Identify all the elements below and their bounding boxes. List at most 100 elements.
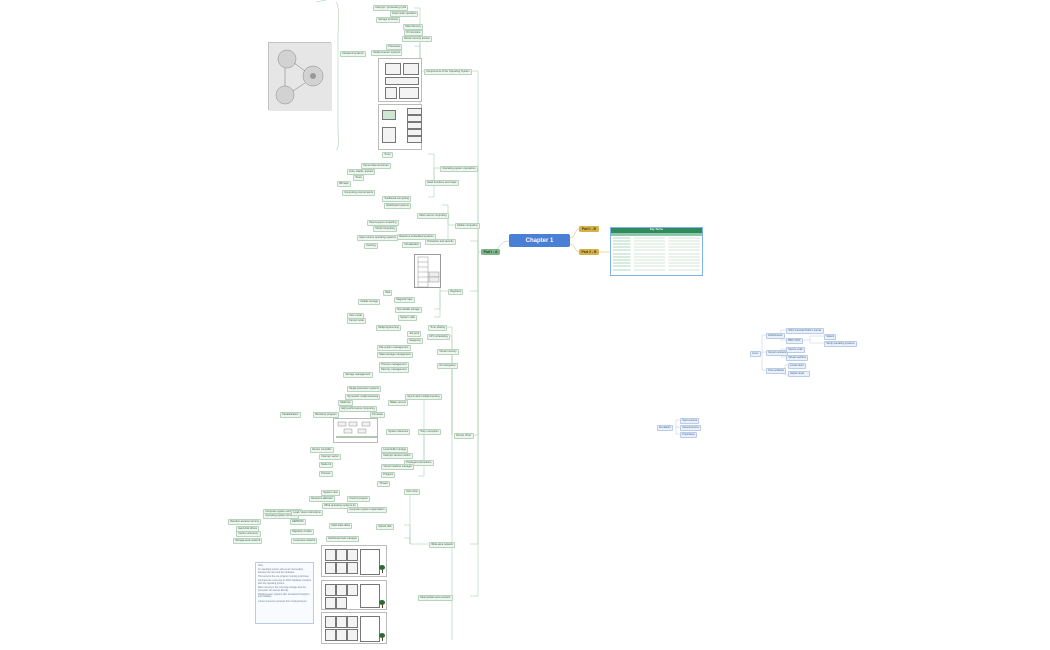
node-user-view[interactable]: User view [404, 489, 420, 495]
key-terms-table[interactable]: Key Terms [610, 227, 703, 276]
node-client-server[interactable]: Client-server computing [417, 213, 449, 219]
node-lan[interactable]: Local-area network [291, 538, 318, 544]
node-man[interactable]: Metropolitan-area network [418, 595, 453, 601]
node-thread[interactable]: Thread [377, 481, 390, 487]
node-timesharing[interactable]: Time sharing [428, 325, 448, 331]
node-wan[interactable]: Wide-area network [429, 542, 456, 548]
node-vm[interactable]: Virtual machine [786, 355, 809, 361]
node-closed[interactable]: Closed-source [680, 425, 702, 431]
note-box[interactable]: Note An operating system acts as an inte… [255, 562, 314, 624]
node-file-mgmt[interactable]: File-system management [377, 345, 411, 351]
part-2b-node[interactable]: Part 2 - B [579, 249, 599, 255]
node-storage[interactable]: Storage structure [376, 17, 401, 23]
node-io-structure[interactable]: I/O structure [404, 30, 423, 36]
node-solaris[interactable]: Solaris [824, 334, 837, 340]
node-job-pool[interactable]: Job pool [407, 331, 422, 337]
node-lower[interactable]: Lower-level [788, 363, 806, 369]
node-system-calls[interactable]: System calls [398, 315, 417, 321]
node-mobile[interactable]: Mobile computing [455, 223, 480, 229]
node-hash[interactable]: Hash functions and maps [425, 180, 459, 186]
node-migration[interactable]: Migration of data [290, 529, 314, 535]
node-daemons[interactable]: System daemons [386, 429, 411, 435]
node-resource-alloc[interactable]: Resource allocator [309, 496, 336, 502]
node-gnu[interactable]: GNU General Public License [786, 328, 824, 334]
node-cpu-scheduling[interactable]: CPU scheduling [427, 334, 450, 340]
node-interrupt-vector[interactable]: Interrupt vector [319, 454, 341, 460]
node-clustered[interactable]: Clustered systems [340, 51, 366, 57]
node-study[interactable]: Study operating systems [824, 341, 857, 347]
node-what-os[interactable]: What operating systems do [322, 503, 358, 509]
node-trees[interactable]: Trees [353, 175, 364, 181]
node-kernel-versions[interactable]: Kernel versions [766, 350, 789, 356]
node-computing-env[interactable]: Computing environments [342, 190, 376, 196]
node-nonvolatile[interactable]: Nonvolatile storage [395, 307, 422, 313]
node-cache[interactable]: Caching [364, 243, 378, 249]
node-open-source[interactable]: Open-source operating systems [357, 235, 399, 241]
node-open[interactable]: Open-source [680, 418, 700, 424]
node-security[interactable]: Protection and security [425, 239, 456, 245]
node-asymmetric[interactable]: Asymmetric multiprocessing [405, 394, 442, 400]
node-san[interactable]: Storage-area network [233, 538, 263, 544]
node-tape[interactable]: Magnetic tape [394, 297, 415, 303]
node-peer[interactable]: Peer-to-peer computing [367, 220, 399, 226]
node-dma[interactable]: Direct memory access [402, 36, 433, 42]
node-ssd[interactable]: Solid-state disks [329, 523, 353, 529]
node-registers[interactable]: Registers [448, 289, 464, 295]
node-dual-mode[interactable]: Dual mode operation [390, 11, 419, 17]
node-load-store[interactable]: Load / store instructions [291, 510, 323, 516]
node-virtualization[interactable]: Virtualization [402, 242, 422, 248]
node-traditional[interactable]: Traditional computing [382, 196, 412, 202]
node-process[interactable]: Process [319, 471, 333, 477]
node-bootstrap[interactable]: Bootstrap program [313, 412, 339, 418]
node-system-view[interactable]: System view [321, 490, 340, 496]
node-vm-types[interactable]: Emulation [657, 425, 673, 431]
node-free-software[interactable]: Free software [766, 368, 787, 374]
node-program[interactable]: Program [381, 472, 396, 478]
node-org[interactable]: Computer-system organization [347, 507, 387, 513]
node-multiprocessing[interactable]: Multiprocessor systems [371, 50, 403, 56]
node-kernel-mode[interactable]: Kernel mode [347, 318, 367, 324]
node-lists[interactable]: Lists, stacks, queues [347, 169, 376, 175]
node-kernel[interactable]: Kernel data structures [361, 163, 391, 169]
node-hpc[interactable]: High-performance computing [339, 406, 377, 412]
node-timer[interactable]: Timer [382, 152, 393, 158]
node-firmware[interactable]: Firmware [370, 412, 386, 418]
node-right-root[interactable]: Linux [750, 351, 761, 357]
node-mode-bit[interactable]: Mode bit [319, 462, 334, 468]
node-optical[interactable]: Optical disk [376, 524, 394, 530]
node-processes[interactable]: Processes [386, 44, 403, 50]
node-buffer[interactable]: Local buffer storage [381, 447, 409, 453]
node-interrupt[interactable]: Interrupt / processing cycle [373, 5, 409, 11]
node-proprietary[interactable]: Proprietary [680, 432, 698, 438]
node-virtual-memory[interactable]: Virtual memory [437, 349, 459, 355]
node-eeprom[interactable]: EEPROM [290, 519, 306, 525]
node-trap[interactable]: Trap / exception [418, 429, 441, 435]
node-mass-storage[interactable]: Mass-storage management [377, 352, 413, 358]
node-higher[interactable]: Higher-level [788, 371, 810, 377]
node-disk[interactable]: Disk [383, 290, 393, 296]
node-single-proc[interactable]: Single-processor systems [347, 386, 382, 392]
part-1a-node[interactable]: Part I - A [481, 249, 500, 255]
node-parallel[interactable]: Parallelization [280, 412, 301, 418]
node-components[interactable]: Components of the Operating System [424, 69, 472, 75]
node-ram[interactable]: Random-access memory [228, 519, 262, 525]
node-cache-coh[interactable]: Cache coherency [236, 531, 261, 537]
node-bsd[interactable]: BSD UNIX [786, 338, 803, 344]
node-vmm[interactable]: Virtual machine manager [381, 464, 415, 470]
node-multicore[interactable]: Multicore [338, 400, 353, 406]
node-os-operations[interactable]: Operating-system operations [440, 166, 478, 172]
node-structure[interactable]: Operating-system structure [263, 513, 299, 519]
node-isr[interactable]: Interrupt service routine [381, 453, 413, 459]
node-memory-mgmt[interactable]: Memory management [379, 367, 409, 373]
node-distributed[interactable]: Distributed systems [384, 203, 412, 209]
root-node[interactable]: Chapter 1 [509, 234, 570, 247]
part-1b-node[interactable]: Part I - B [579, 226, 599, 232]
node-multiprogramming[interactable]: Multiprogramming [376, 325, 402, 331]
node-cloud[interactable]: Cloud computing [373, 226, 397, 232]
node-device-driver[interactable]: Device driver [454, 433, 474, 439]
node-blade[interactable]: Blade servers [388, 400, 409, 406]
node-swapping[interactable]: Swapping [407, 338, 423, 344]
node-volatile[interactable]: Volatile storage [358, 299, 381, 305]
node-controller[interactable]: Device controller [310, 447, 334, 453]
